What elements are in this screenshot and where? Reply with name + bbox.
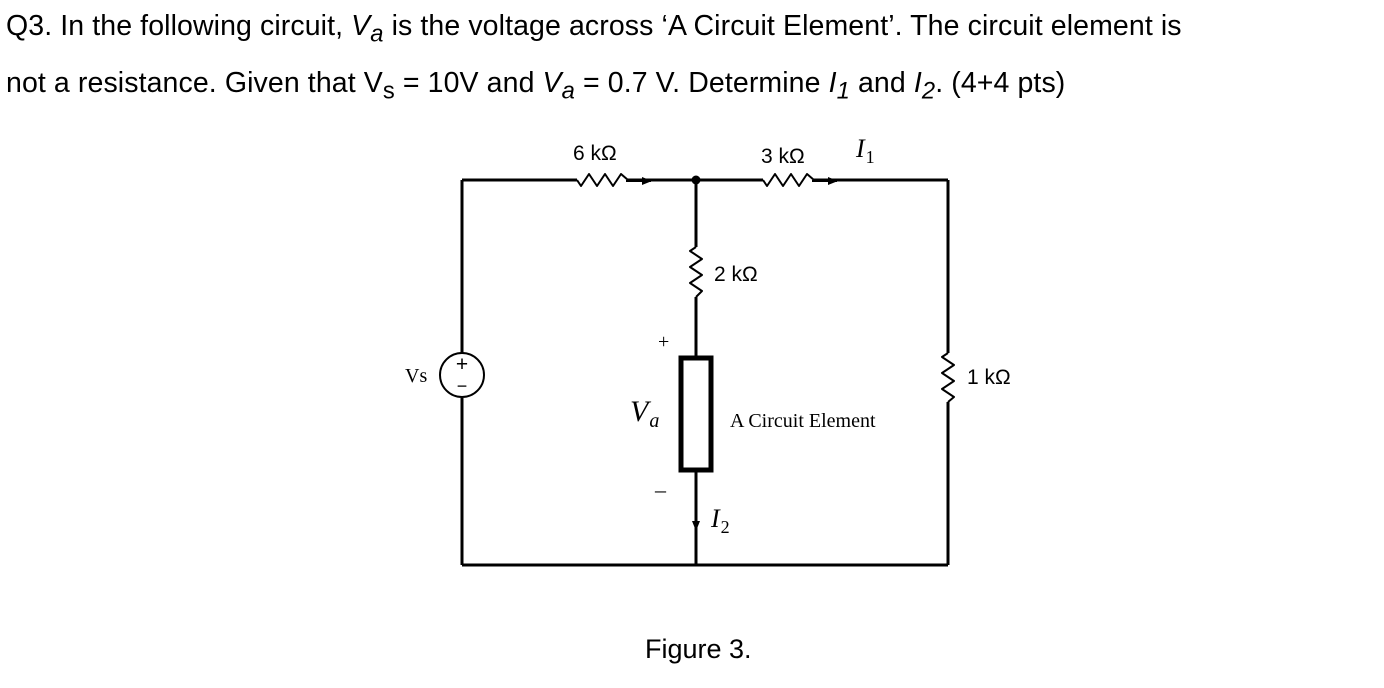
source-minus-sign: − xyxy=(457,376,468,396)
va-symbol: Va xyxy=(542,66,575,105)
question-text-segment: . (4+4 pts) xyxy=(935,66,1066,99)
question-text-segment: = 0.7 V. Determine xyxy=(574,66,829,99)
va-plus-sign: + xyxy=(658,331,669,353)
question-text: Q3. In the following circuit, Va is the … xyxy=(6,2,1378,115)
i2-label: I2 xyxy=(710,504,730,537)
vs-subscript: s xyxy=(382,77,395,105)
question-line-2: not a resistance. Given that Vs = 10V an… xyxy=(6,59,1378,116)
resistor-6k xyxy=(576,173,629,187)
i1-symbol: I1 xyxy=(828,66,850,105)
circuit-element-label: A Circuit Element xyxy=(730,410,876,432)
va-label: Va xyxy=(630,395,659,432)
question-text-segment: and xyxy=(849,66,914,99)
question-text-segment: not a resistance. Given that V xyxy=(6,66,383,99)
i2-symbol: I2 xyxy=(913,66,936,105)
junction-node xyxy=(691,175,701,185)
question-line-1: Q3. In the following circuit, Va is the … xyxy=(6,2,1378,59)
figure-caption: Figure 3. xyxy=(645,634,752,664)
source-label: Vs xyxy=(405,365,427,387)
resistor-6k-label: 6 kΩ xyxy=(573,142,617,165)
resistor-2k-label: 2 kΩ xyxy=(714,263,758,286)
question-text-segment: is the voltage across ‘A Circuit Element… xyxy=(383,10,1182,42)
resistor-2k xyxy=(689,246,703,298)
source-plus-sign: + xyxy=(456,353,468,376)
i1-label: I1 xyxy=(855,134,875,167)
resistor-1k xyxy=(941,352,955,403)
question-text-segment: Q3. In the following circuit, xyxy=(6,10,352,42)
resistor-1k-label: 1 kΩ xyxy=(967,366,1011,389)
resistor-3k xyxy=(762,173,815,187)
question-text-segment: = 10V and xyxy=(394,66,543,99)
resistor-3k-label: 3 kΩ xyxy=(761,145,805,168)
va-symbol: Va xyxy=(351,10,384,48)
circuit-element-box xyxy=(678,355,714,473)
va-minus-sign: – xyxy=(654,477,667,502)
voltage-source-symbol xyxy=(439,352,485,398)
